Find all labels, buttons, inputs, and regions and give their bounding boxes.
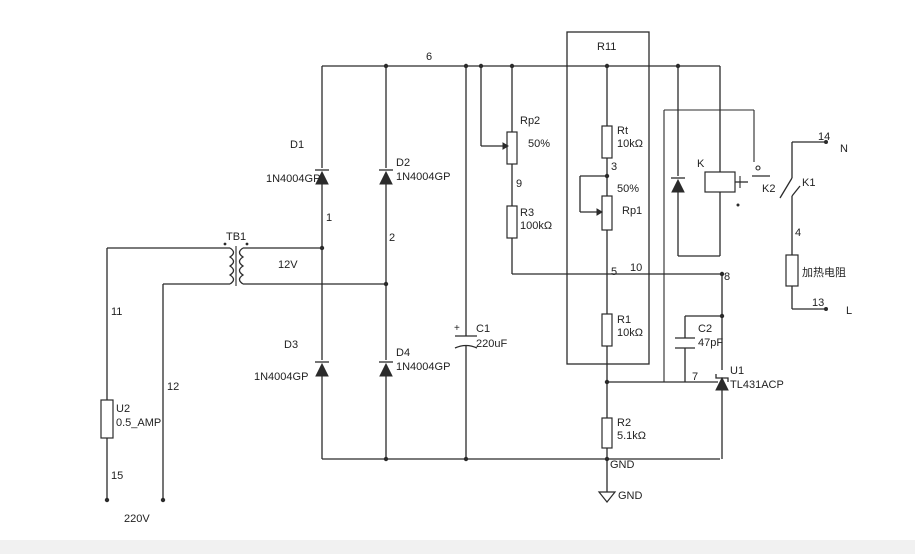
r3-value: 100kΩ: [520, 220, 552, 232]
u1-part: TL431ACP: [730, 379, 784, 391]
node-6: 6: [426, 51, 432, 63]
u1-ref: U1: [730, 365, 744, 377]
diode-d3-symbol: [315, 361, 329, 377]
footer-strip: [0, 540, 915, 554]
node-4: 4: [795, 227, 801, 239]
junction-dots: [104, 63, 725, 503]
rp1-ref: Rp1: [622, 205, 642, 217]
c2-value: 47pF: [698, 337, 723, 349]
svg-text:+: +: [454, 323, 460, 334]
r1-ref: R1: [617, 314, 631, 326]
resistor-rt-symbol: [601, 125, 613, 159]
diode-d2-symbol: [379, 169, 393, 185]
heater-label: 加热电阻: [802, 266, 846, 279]
r3-ref: R3: [520, 207, 534, 219]
node-14: 14: [818, 131, 830, 143]
contact-k1-symbol: [779, 177, 801, 199]
d3-ref: D3: [284, 339, 298, 351]
node-10: 10: [630, 262, 642, 274]
component-labels: D1 1N4004GP D2 1N4004GP D3 1N4004GP D4 1…: [116, 115, 852, 525]
k1-ref: K1: [802, 177, 815, 189]
node-12: 12: [167, 381, 179, 393]
rp2-ref: Rp2: [520, 115, 540, 127]
r1-value: 10kΩ: [617, 327, 643, 339]
resistor-r1-symbol: [601, 313, 613, 347]
d1-part: 1N4004GP: [266, 173, 320, 185]
c1-ref: C1: [476, 323, 490, 335]
rt-value: 10kΩ: [617, 138, 643, 150]
node-7: 7: [692, 371, 698, 383]
r2-ref: R2: [617, 417, 631, 429]
gnd-symbol-label: GND: [618, 490, 643, 502]
c1-value: 220uF: [476, 338, 507, 350]
d2-part: 1N4004GP: [396, 171, 450, 183]
resistor-r2-symbol: [601, 417, 613, 449]
terminal-points: [824, 140, 828, 311]
capacitor-c2-symbol: [675, 337, 695, 349]
heater-resistor-symbol: [785, 254, 799, 287]
gnd-rail-label: GND: [610, 459, 635, 471]
tb1-ref: TB1: [226, 231, 246, 243]
terminal-l-label: L: [846, 305, 852, 317]
node-9: 9: [516, 178, 522, 190]
resistor-r3-symbol: [506, 205, 518, 239]
potentiometer-rp1-symbol: [601, 195, 613, 231]
node-2: 2: [389, 232, 395, 244]
wires: [106, 65, 826, 500]
mains-label: 220V: [124, 513, 150, 525]
node-13: 13: [812, 297, 824, 309]
regulator-u1-symbol: [715, 374, 729, 391]
d3-part: 1N4004GP: [254, 371, 308, 383]
d2-ref: D2: [396, 157, 410, 169]
relay-contact-k2-symbol: [736, 165, 770, 207]
diode-d4-symbol: [379, 361, 393, 377]
node-1: 1: [326, 212, 332, 224]
r2-value: 5.1kΩ: [617, 430, 646, 442]
node-3: 3: [611, 161, 617, 173]
diode-relay-flyback-symbol: [671, 177, 685, 193]
d4-ref: D4: [396, 347, 410, 359]
u2-part: 0.5_AMP: [116, 417, 161, 429]
d1-ref: D1: [290, 139, 304, 151]
transformer-tb1-symbol: [223, 242, 249, 286]
capacitor-c1-symbol: +: [454, 323, 478, 349]
r11-module-label: R11: [597, 41, 616, 53]
fuse-u2-symbol: [100, 399, 114, 439]
relay-contact-ref: K2: [762, 183, 775, 195]
tb1-secondary: 12V: [278, 259, 298, 271]
r11-module-box: [566, 31, 650, 365]
u2-ref: U2: [116, 403, 130, 415]
node-5: 5: [611, 266, 617, 278]
rp2-value: 50%: [528, 138, 550, 150]
relay-ref: K: [697, 158, 705, 170]
relay-k-symbol: [704, 171, 748, 193]
rt-ref: Rt: [617, 125, 628, 137]
node-8: 8: [724, 271, 730, 283]
ground-symbol: [597, 491, 617, 503]
d4-part: 1N4004GP: [396, 361, 450, 373]
node-15: 15: [111, 470, 123, 482]
rp1-value: 50%: [617, 183, 639, 195]
potentiometer-rp2-symbol: [506, 131, 518, 165]
node-numbers: 1 2 3 4 5 6 7 8 9 10 11 12 13 14 15: [111, 51, 830, 482]
c2-ref: C2: [698, 323, 712, 335]
node-11: 11: [111, 306, 122, 318]
terminal-n-label: N: [840, 143, 848, 155]
diode-d1-symbol: [315, 169, 329, 185]
